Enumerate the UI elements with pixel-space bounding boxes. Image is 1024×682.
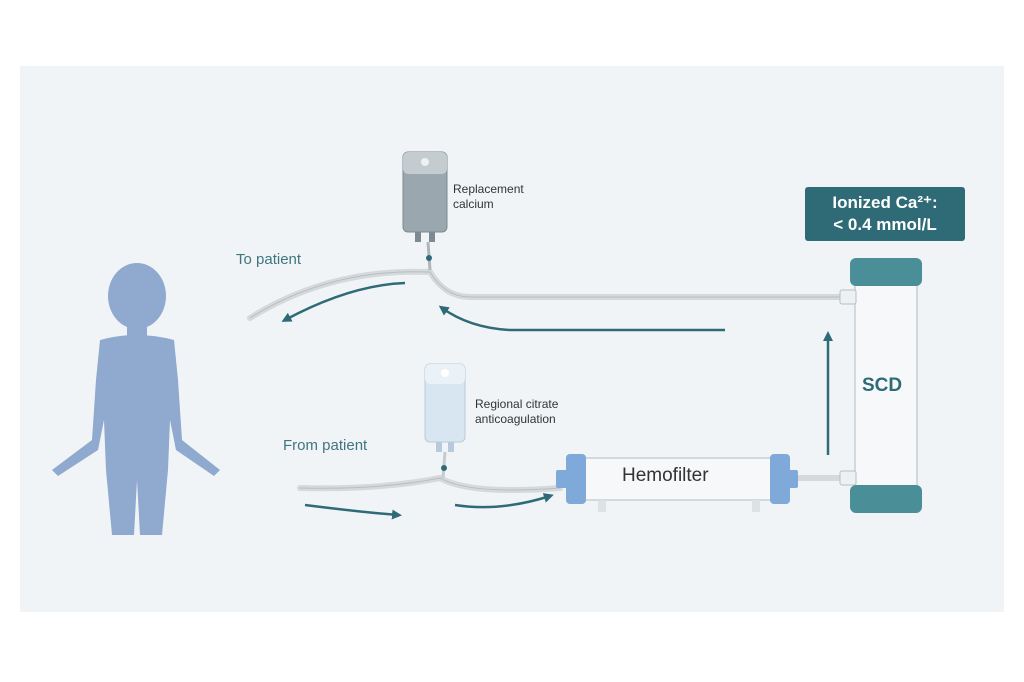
citrate-bag — [424, 363, 466, 479]
from-patient-arrow — [304, 503, 402, 520]
scd-cartridge — [839, 258, 922, 513]
calcium-bag — [402, 151, 448, 271]
scd-label: SCD — [862, 375, 903, 396]
diagram-background — [20, 66, 1004, 612]
to-patient-arrow — [281, 281, 406, 322]
from-patient-label: From patient — [283, 437, 368, 454]
hemofilter-label: Hemofilter — [622, 465, 709, 486]
ionized-calcium-box: Ionized Ca²⁺: < 0.4 mmol/L — [805, 187, 965, 241]
patient-figure — [52, 263, 220, 535]
ionized-calcium-line1: Ionized Ca²⁺: — [832, 193, 938, 212]
to-filter-arrow — [454, 493, 554, 509]
flow-arrows — [281, 281, 833, 520]
replacement-calcium-label: Replacement calcium — [453, 182, 524, 211]
hemofilter-device — [556, 454, 798, 512]
return-tubing — [247, 268, 843, 321]
to-patient-label: To patient — [236, 251, 302, 268]
return-flow-arrow — [438, 305, 725, 332]
ionized-calcium-line2: < 0.4 mmol/L — [833, 215, 937, 234]
regional-citrate-label: Regional citrate anticoagulation — [475, 397, 559, 426]
